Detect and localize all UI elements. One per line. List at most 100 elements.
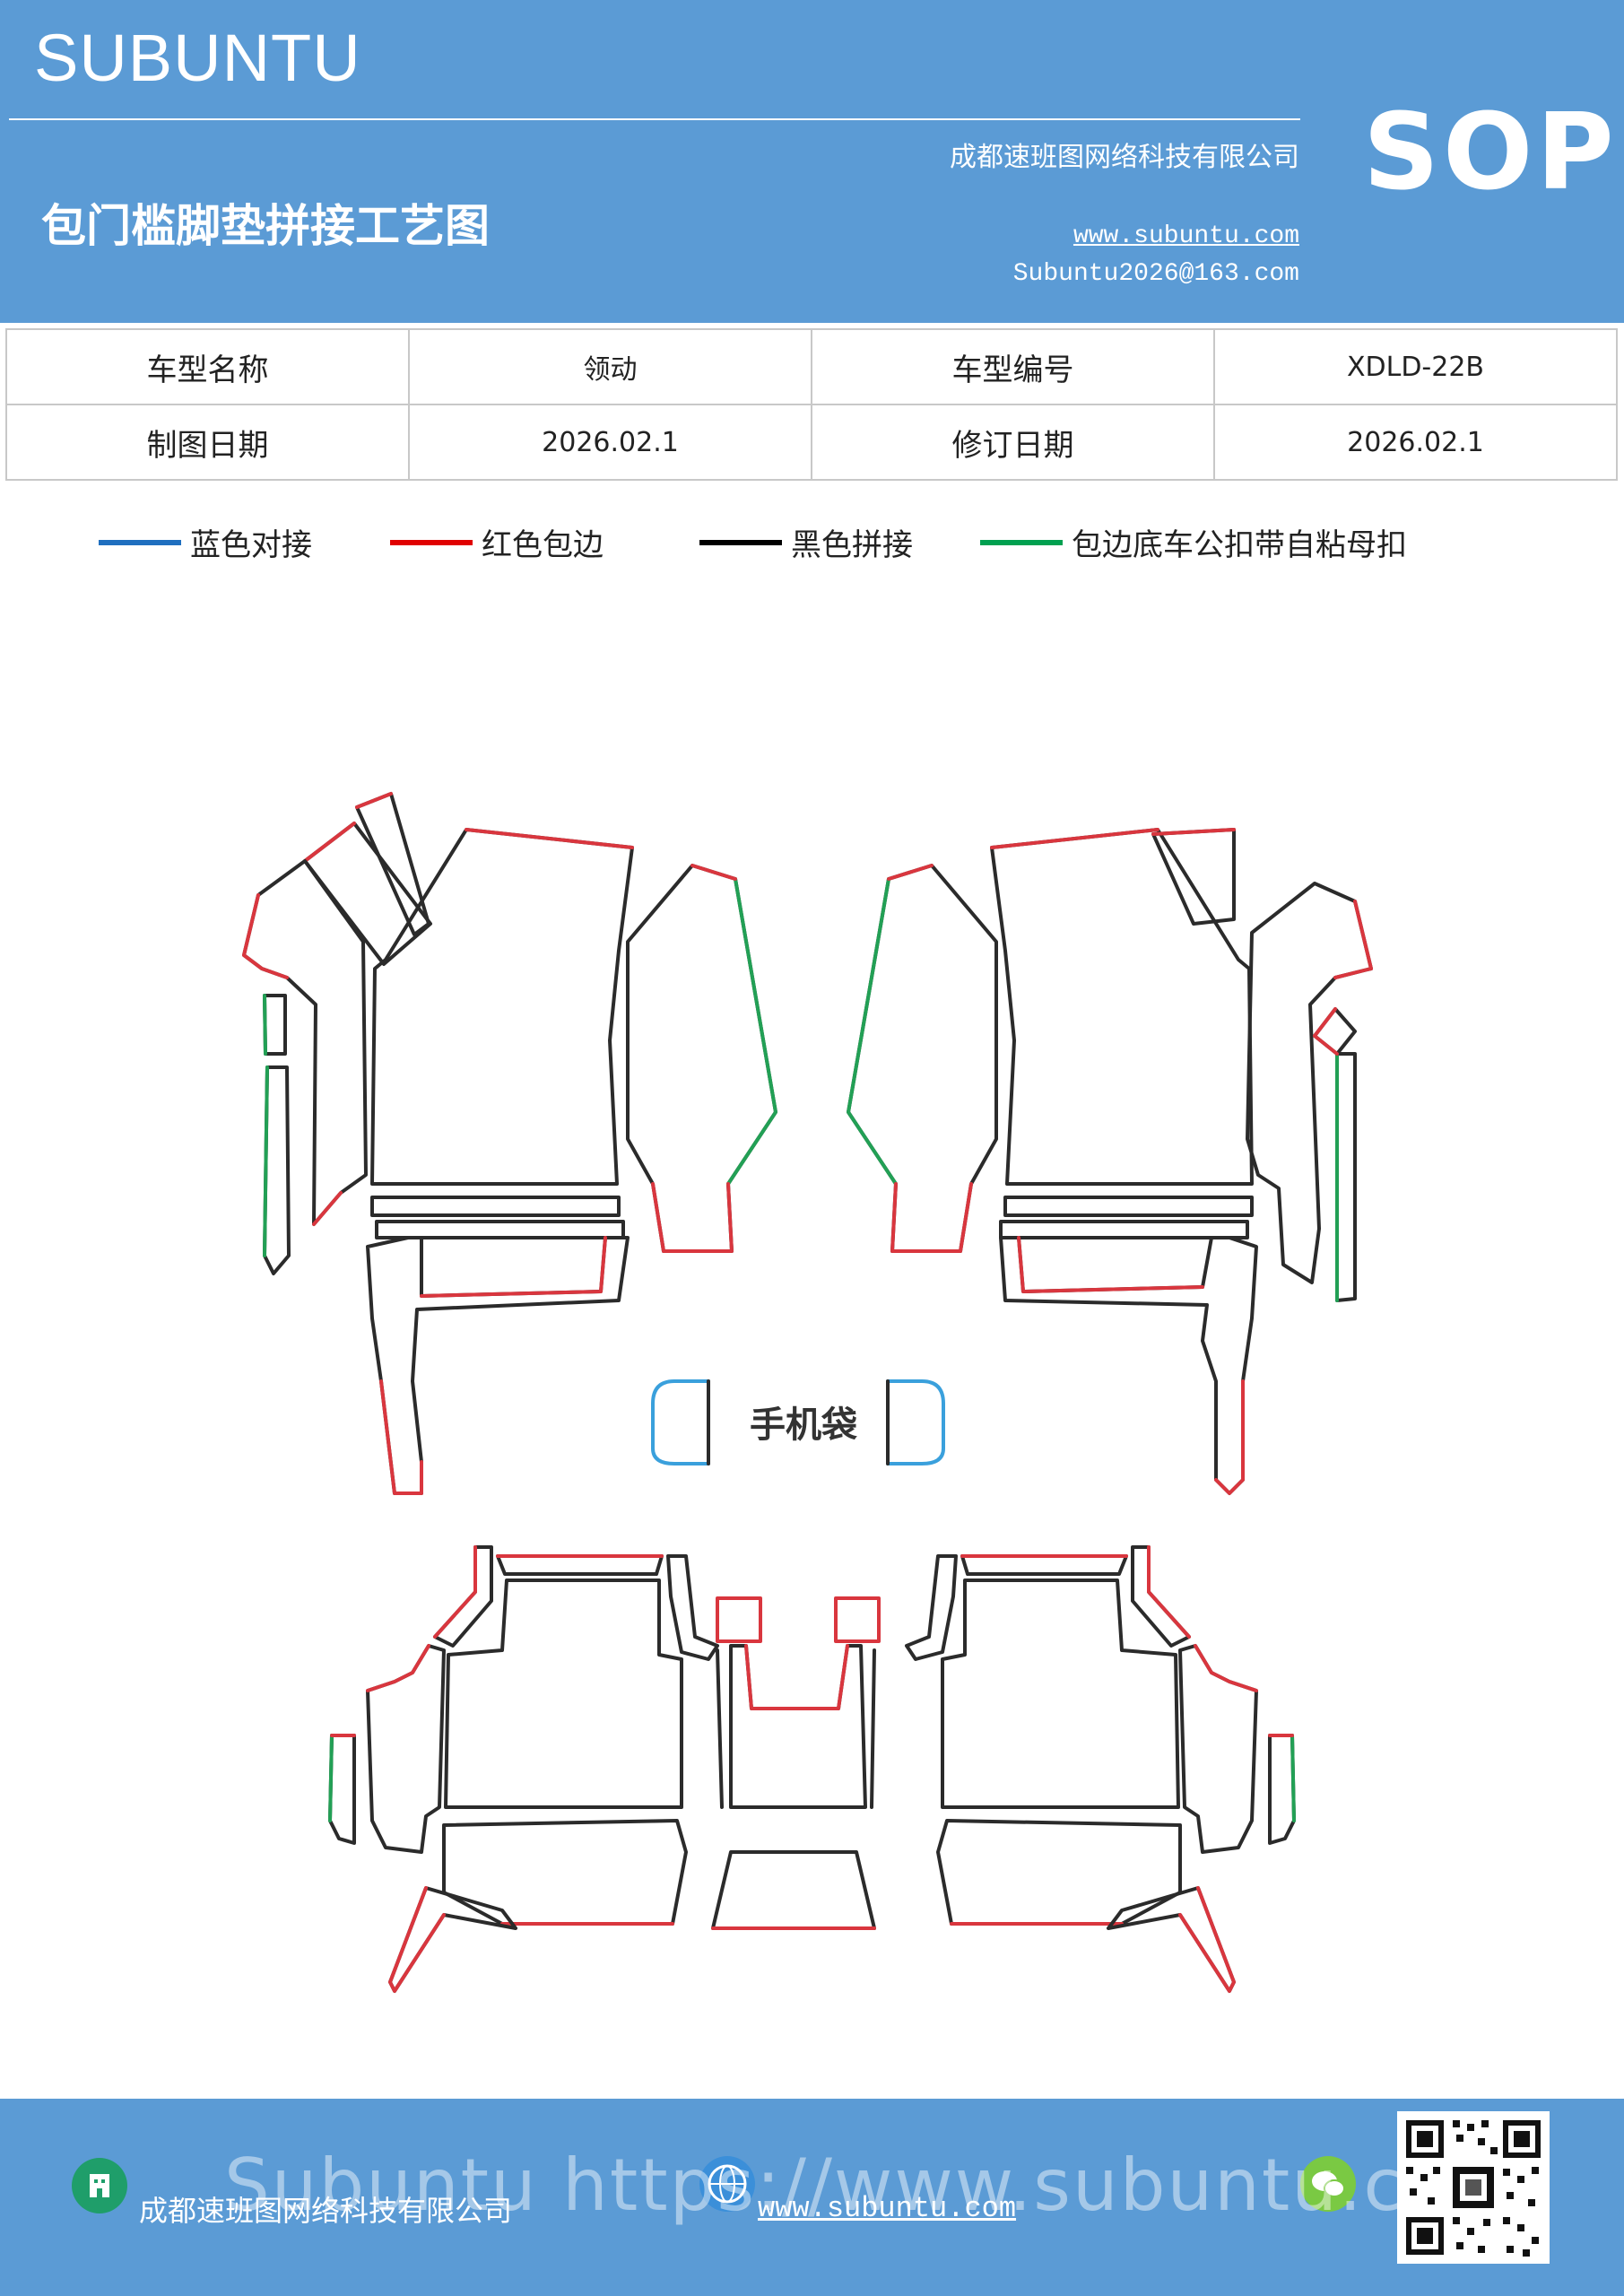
rear-right-top-bar — [960, 1554, 1128, 1576]
legend-item-red: 红色包边 — [390, 520, 604, 564]
table-row: 制图日期 2026.02.1 修订日期 2026.02.1 — [5, 404, 1618, 481]
rear-right-corner-b — [905, 1554, 958, 1661]
front-right-strip-red-top — [887, 864, 934, 881]
front-left-corner-edge-b — [355, 792, 393, 809]
front-right-lower-red-b — [1214, 1379, 1245, 1495]
front-left-top-edge — [465, 828, 634, 849]
rear-left-side-red — [366, 1644, 430, 1692]
rear-left-wing-red — [388, 1886, 446, 1993]
website-link[interactable]: www.subuntu.com — [1073, 222, 1299, 250]
front-right-top-edge — [990, 828, 1159, 849]
rear-right-corner-a — [1131, 1545, 1191, 1648]
rear-center-tab-right — [834, 1596, 881, 1643]
front-right-tiny-piece — [1313, 1007, 1357, 1056]
front-left-mat-group — [242, 792, 777, 1495]
rear-right-mat-group — [905, 1545, 1296, 1993]
footer-website[interactable]: www.subuntu.com — [758, 2192, 1017, 2225]
front-right-narrow-strip — [1335, 1052, 1357, 1302]
front-right-strip-green — [847, 877, 898, 1186]
rear-left-mat-group — [328, 1545, 719, 1993]
legend-swatch — [99, 539, 181, 545]
header-divider — [9, 118, 1300, 120]
phone-pocket-left — [651, 1379, 710, 1465]
front-left-lower-red-b — [379, 1379, 423, 1495]
front-right-side-red — [1333, 900, 1373, 979]
phone-pocket-right — [886, 1379, 945, 1465]
table-cell: 车型编号 — [811, 328, 1215, 405]
rear-right-wing-red — [1178, 1886, 1236, 1993]
qr-code-graphic — [1397, 2111, 1550, 2264]
front-right-mat-group — [847, 828, 1373, 1495]
front-left-strip-red-bottom — [651, 1182, 734, 1253]
rear-right-main-panel — [941, 1578, 1180, 1809]
rear-center-tunnel-red — [744, 1644, 849, 1710]
front-left-corner-edge — [303, 822, 356, 863]
legend-swatch — [980, 539, 1063, 545]
front-right-lower-red — [1017, 1236, 1204, 1293]
globe-icon — [699, 2156, 755, 2212]
rear-left-main-panel — [444, 1578, 683, 1809]
front-left-strip-panel — [626, 864, 777, 1253]
legend-item-blue: 蓝色对接 — [99, 520, 312, 564]
brand-logo-text: SUBUNTU — [34, 21, 361, 95]
document-title: 包门槛脚垫拼接工艺图 — [41, 200, 490, 252]
mat-pattern-diagram: 手机袋 — [242, 792, 1373, 1993]
front-left-corner-piece-b — [355, 792, 430, 936]
front-right-side-piece — [1246, 882, 1373, 1284]
company-name: 成都速班图网络科技有限公司 — [950, 142, 1299, 173]
front-left-strip-red-top — [690, 864, 737, 881]
front-right-main-panel — [990, 828, 1254, 1186]
legend-item-black: 黑色拼接 — [699, 520, 913, 564]
rear-left-corner-a — [433, 1545, 493, 1648]
sop-badge: SOP — [1363, 90, 1618, 213]
table-cell: 领动 — [408, 328, 812, 405]
rear-left-corner-a-red — [433, 1545, 477, 1639]
rear-left-edge-green — [328, 1734, 334, 1822]
front-left-lower-red — [420, 1236, 607, 1298]
legend-item-green: 包边底车公扣带自粘母扣 — [980, 520, 1407, 564]
table-row: 车型名称 领动 车型编号 XDLD-22B — [5, 328, 1618, 405]
table-cell: 2026.02.1 — [408, 404, 812, 481]
phone-pocket-group: 手机袋 — [651, 1379, 945, 1465]
front-left-strip-green — [726, 877, 777, 1186]
footer-watermark: Subuntu https://www.subuntu.com — [224, 2144, 1523, 2227]
rear-center-bottom — [711, 1850, 876, 1930]
rear-center-tab-left — [716, 1596, 762, 1643]
front-left-side-red-b — [312, 1191, 343, 1226]
front-left-bar-2 — [375, 1220, 625, 1239]
legend-swatch — [699, 539, 782, 545]
legend-label: 红色包边 — [482, 527, 604, 563]
wechat-icon — [1300, 2156, 1356, 2212]
page-header: SUBUNTU 包门槛脚垫拼接工艺图 成都速班图网络科技有限公司 www.sub… — [0, 0, 1624, 323]
rear-center-group — [711, 1596, 881, 1930]
front-right-bar-2 — [999, 1220, 1249, 1239]
rear-center-divider-left — [716, 1648, 724, 1809]
front-left-bar-1 — [370, 1196, 621, 1217]
rear-right-edge-green — [1290, 1734, 1296, 1822]
legend-label: 蓝色对接 — [190, 527, 312, 563]
table-cell: XDLD-22B — [1213, 328, 1618, 405]
page-footer: 成都速班图网络科技有限公司 www.subuntu.com — [0, 2099, 1624, 2296]
front-right-lower-piece — [999, 1236, 1258, 1495]
legend-swatch — [390, 539, 473, 545]
rear-right-corner-a-red — [1147, 1545, 1191, 1639]
rear-right-edge-strip — [1268, 1734, 1296, 1845]
phone-pocket-label: 手机袋 — [750, 1405, 857, 1446]
rear-right-side-red — [1194, 1644, 1258, 1692]
front-left-tiny-strip — [263, 994, 287, 1056]
rear-left-top-bar — [496, 1554, 664, 1576]
front-left-narrow-green — [263, 1065, 269, 1257]
legend-label: 包边底车公扣带自粘母扣 — [1072, 527, 1407, 563]
rear-left-edge-strip — [328, 1734, 356, 1845]
legend-label: 黑色拼接 — [791, 527, 913, 563]
rear-left-bottom-panel — [442, 1819, 688, 1926]
email-address[interactable]: Subuntu2026@163.com — [1012, 260, 1299, 288]
vehicle-info-table: 车型名称 领动 车型编号 XDLD-22B 制图日期 2026.02.1 修订日… — [5, 328, 1618, 481]
table-cell: 车型名称 — [5, 328, 410, 405]
rear-left-corner-b — [666, 1554, 719, 1661]
front-right-strip-panel — [847, 864, 998, 1253]
front-left-side-red — [242, 893, 289, 979]
building-icon — [72, 2158, 127, 2213]
front-right-corner-edge — [1151, 828, 1236, 836]
front-right-strip-red-bottom — [890, 1182, 973, 1253]
